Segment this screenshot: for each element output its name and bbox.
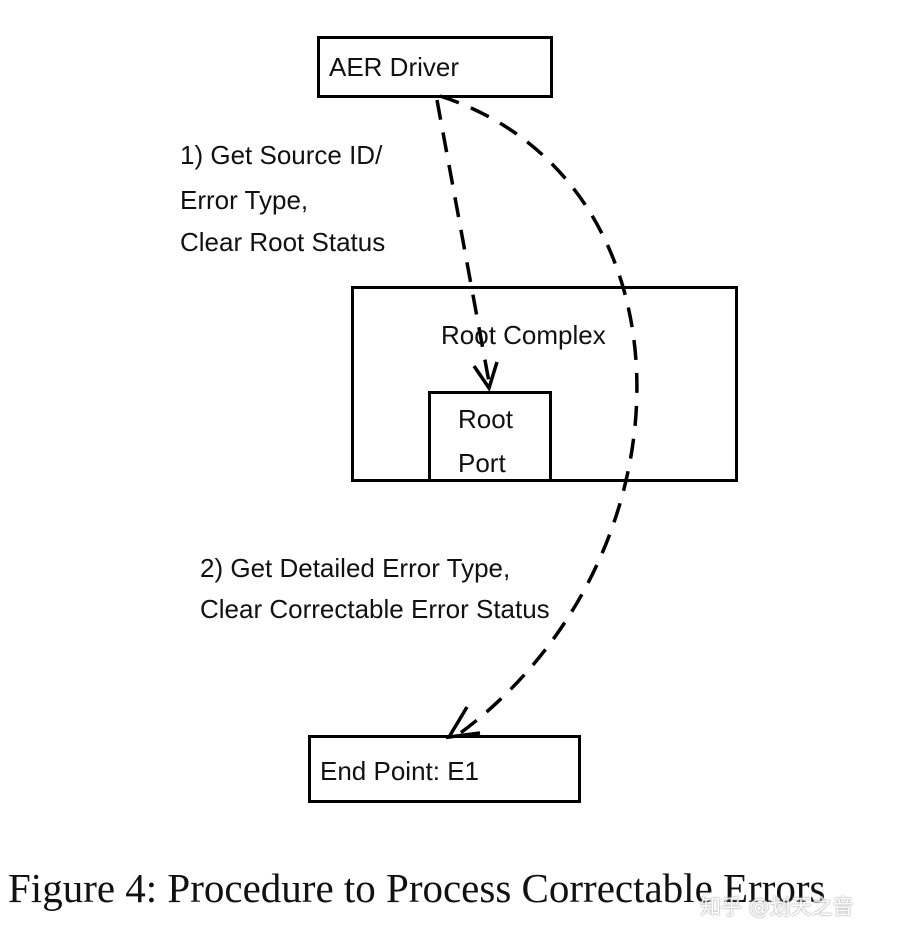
- edge-aer-to-end-point: [439, 94, 639, 739]
- step2-label-line2: Clear Correctable Error Status: [200, 594, 550, 624]
- root-port-label-line2: Port: [458, 448, 506, 478]
- step1-label-line1: 1) Get Source ID/: [180, 140, 383, 170]
- figure-caption: Figure 4: Procedure to Process Correctab…: [8, 865, 826, 911]
- root-port-label-line1: Root: [458, 404, 513, 434]
- watermark: 知乎 @划天之音: [700, 895, 854, 919]
- root-complex-label: Root Complex: [441, 320, 606, 350]
- arrowhead-root-port: [472, 361, 499, 392]
- root-port-node: [428, 391, 552, 482]
- step2-label-line1: 2) Get Detailed Error Type,: [200, 553, 511, 583]
- edge-aer-to-root-port: [435, 99, 491, 383]
- aer-driver-label: AER Driver: [329, 52, 460, 82]
- step1-label-line3: Clear Root Status: [180, 227, 386, 257]
- end-point-label: End Point: E1: [320, 756, 479, 786]
- end-point-node: [308, 735, 581, 803]
- aer-driver-node: [317, 36, 553, 98]
- step1-label-line2: Error Type,: [180, 185, 309, 215]
